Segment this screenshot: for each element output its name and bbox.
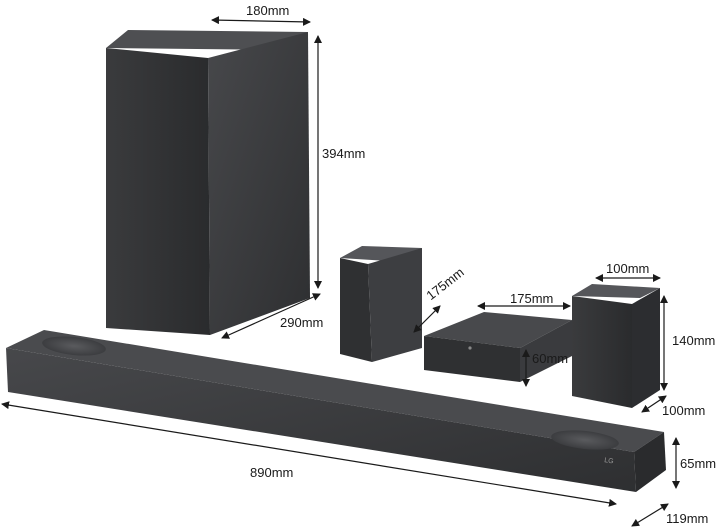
dimension-arrows	[1, 16, 680, 527]
lg-logo: LG	[604, 457, 614, 465]
arrow-receiver-depth	[413, 305, 441, 333]
rear-speaker-left-side	[368, 248, 422, 362]
rear-speaker-right-front	[572, 296, 632, 408]
label-rear-speaker-width: 100mm	[606, 261, 650, 276]
label-soundbar-width: 890mm	[250, 465, 294, 480]
label-subwoofer-width: 180mm	[246, 3, 290, 18]
label-soundbar-depth: 119mm	[666, 511, 709, 526]
label-rear-speaker-height: 140mm	[672, 333, 716, 348]
arrow-soundbar-width	[1, 401, 617, 507]
arrow-subwoofer-depth	[221, 293, 321, 339]
rear-speaker-right	[572, 284, 660, 408]
arrow-soundbar-depth	[631, 503, 669, 527]
label-receiver-width: 175mm	[510, 291, 554, 306]
receiver-front	[424, 336, 520, 382]
arrow-rear-speaker-depth	[641, 395, 667, 413]
receiver-side	[520, 320, 572, 382]
label-subwoofer-height: 394mm	[322, 146, 366, 161]
rear-speaker-right-side	[632, 288, 660, 408]
label-soundbar-height: 65mm	[680, 456, 717, 471]
soundbar-end	[634, 432, 666, 492]
receiver-power-led	[468, 346, 472, 350]
subwoofer-side	[208, 32, 310, 335]
receiver	[424, 312, 572, 382]
subwoofer	[106, 30, 310, 335]
receiver-top	[424, 312, 572, 348]
rear-speaker-left	[340, 246, 422, 362]
rear-speaker-right-top	[572, 284, 660, 298]
arrow-subwoofer-width	[211, 16, 311, 26]
label-subwoofer-depth: 290mm	[280, 315, 324, 330]
rear-speaker-left-front	[340, 258, 372, 362]
label-receiver-height: 60mm	[532, 351, 569, 366]
soundbar-left-driver	[42, 336, 106, 356]
label-rear-speaker-depth: 100mm	[662, 403, 706, 418]
subwoofer-top	[106, 30, 308, 50]
subwoofer-front	[106, 48, 210, 335]
